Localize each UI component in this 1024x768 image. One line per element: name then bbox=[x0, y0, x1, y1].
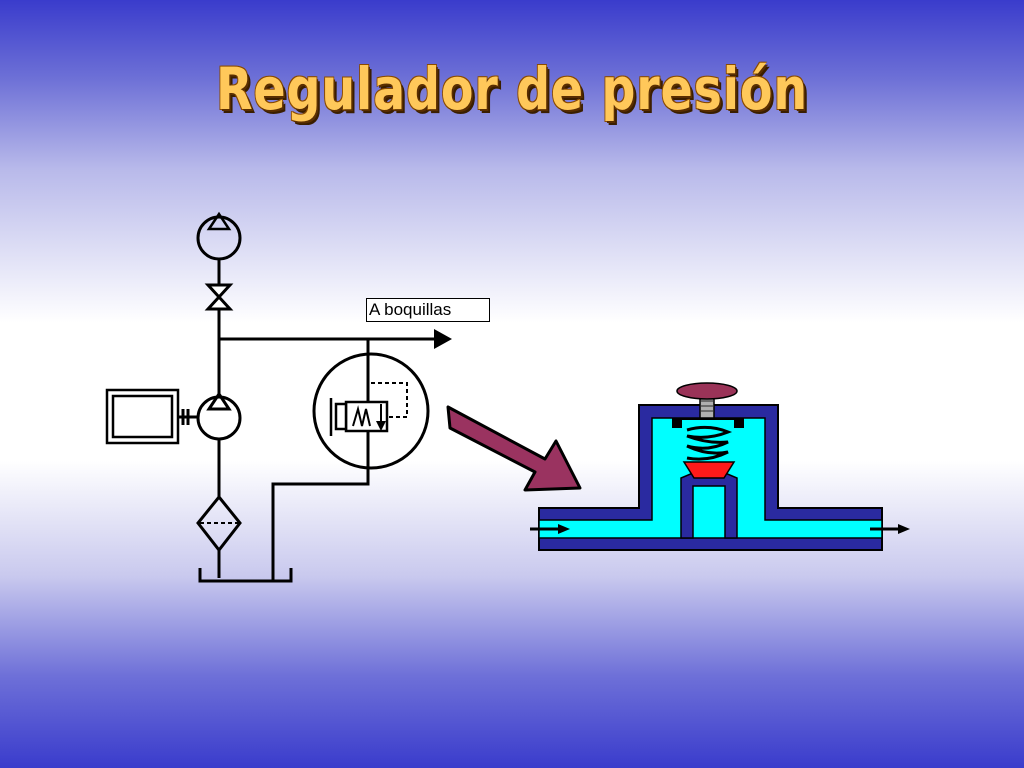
inlet-flow-arrow bbox=[530, 524, 570, 534]
pointer-arrow bbox=[446, 405, 582, 492]
hydraulic-schematic bbox=[105, 211, 452, 583]
tank-symbol bbox=[198, 568, 293, 583]
regulator-cross-section bbox=[530, 382, 910, 551]
top-pump-symbol bbox=[196, 211, 242, 261]
relief-valve-symbol bbox=[312, 352, 430, 470]
slide-title: Regulador de presión bbox=[215, 55, 809, 123]
outlet-arrow bbox=[434, 329, 452, 349]
filter-symbol bbox=[196, 494, 242, 553]
outlet-flow-arrow bbox=[870, 524, 910, 534]
return-line bbox=[271, 339, 370, 581]
bowtie-valve-symbol bbox=[204, 283, 234, 311]
spring-icon bbox=[686, 425, 733, 461]
main-pump-symbol bbox=[196, 391, 242, 441]
motor-symbol bbox=[105, 388, 198, 445]
adjust-knob bbox=[676, 382, 738, 400]
outlet-label: A boquillas bbox=[366, 298, 490, 322]
